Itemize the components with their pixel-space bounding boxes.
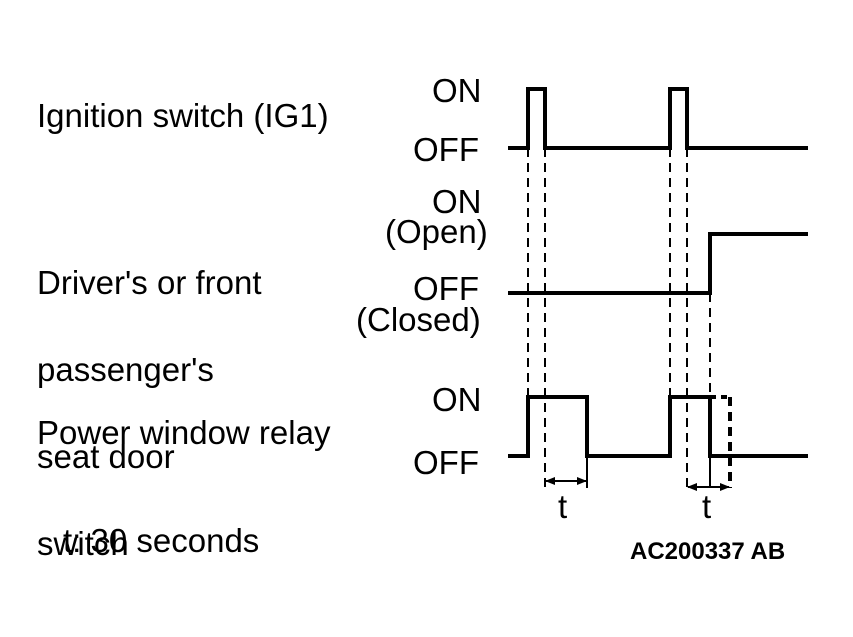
relay-waveform — [508, 395, 808, 458]
ignition-on-label: ON — [432, 72, 482, 109]
door-on-label: ON — [432, 183, 482, 220]
relay-off-label: OFF — [413, 444, 479, 481]
interval-label-1: t — [558, 488, 568, 525]
relay-on-label: ON — [432, 381, 482, 418]
door-off-label: OFF — [413, 270, 479, 307]
door-closed-label: (Closed) — [356, 301, 481, 338]
door-label-line-2: passenger's — [37, 351, 214, 388]
door-open-label: (Open) — [385, 213, 488, 250]
door-label-line-1: Driver's or front — [37, 264, 262, 301]
figure-code: AC200337 AB — [630, 538, 786, 565]
ignition-label: Ignition switch (IG1) — [37, 97, 329, 134]
ignition-off-label: OFF — [413, 131, 479, 168]
interval-legend: t: 30 seconds — [63, 522, 260, 559]
relay-label: Power window relay — [37, 414, 331, 451]
door-switch-waveform — [508, 232, 808, 295]
interval-label-2: t — [702, 488, 712, 525]
door-switch-label: Driver's or front passenger's seat door … — [37, 210, 262, 587]
door-label-line-4: switch — [37, 525, 129, 562]
door-label-line-3: seat door — [37, 438, 175, 475]
ignition-waveform — [508, 87, 808, 150]
